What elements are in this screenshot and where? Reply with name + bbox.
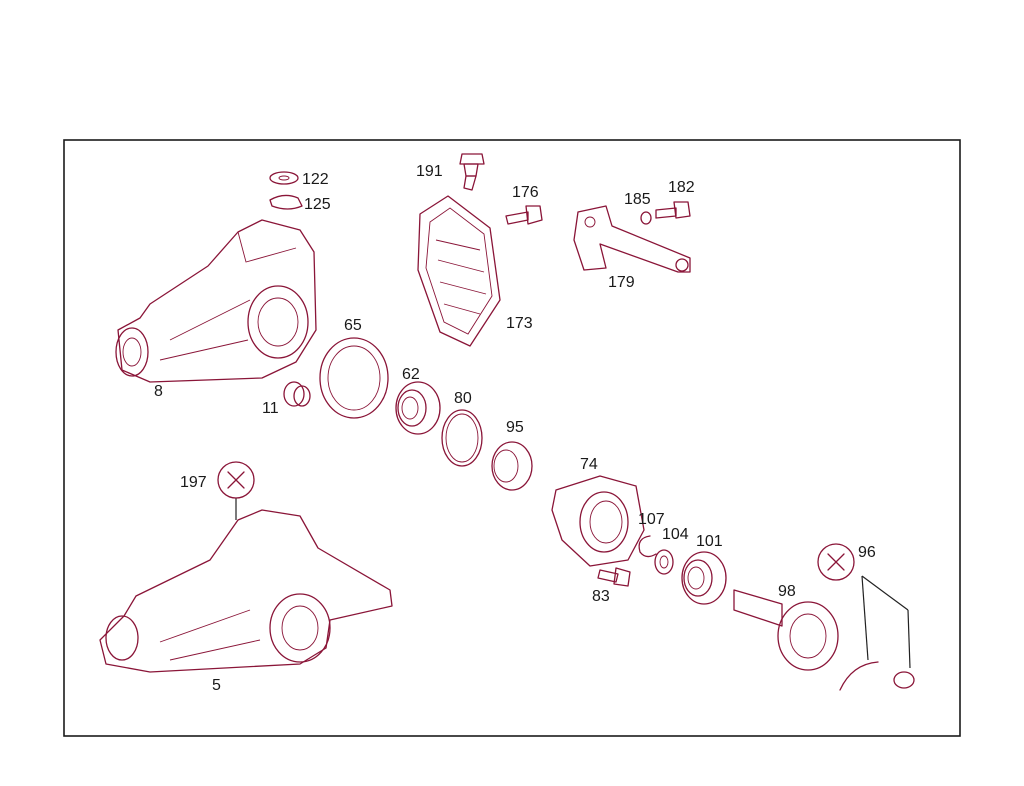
gasket-125[interactable] <box>269 194 303 210</box>
housing-8[interactable] <box>115 219 317 383</box>
cover-173[interactable] <box>417 195 501 347</box>
washer-104[interactable] <box>654 549 674 575</box>
part-label-122: 122 <box>302 171 329 188</box>
part-label-83: 83 <box>592 588 610 605</box>
bushing-11[interactable] <box>283 381 311 407</box>
part-label-185: 185 <box>624 191 651 208</box>
part-label-8: 8 <box>154 383 163 400</box>
part-label-197: 197 <box>180 474 207 491</box>
wrench-icon <box>217 461 255 499</box>
gasket-65[interactable] <box>319 337 389 419</box>
part-label-125: 125 <box>304 196 331 213</box>
bolt-176[interactable] <box>505 205 543 225</box>
bracket-179[interactable] <box>573 205 691 273</box>
part-label-80: 80 <box>454 390 472 407</box>
output-flange-98[interactable] <box>733 589 839 671</box>
part-label-191: 191 <box>416 163 443 180</box>
part-label-176: 176 <box>512 184 539 201</box>
assembly-5[interactable] <box>99 498 393 673</box>
gasket-122[interactable] <box>269 171 299 185</box>
part-label-173: 173 <box>506 315 533 332</box>
part-label-11: 11 <box>262 400 279 417</box>
ring-80[interactable] <box>441 409 483 467</box>
diagram-frame <box>63 139 961 737</box>
lockplate-96[interactable] <box>839 661 915 691</box>
part-label-182: 182 <box>668 179 695 196</box>
bearing-62[interactable] <box>395 381 441 435</box>
wrench-icon <box>817 543 855 581</box>
flange-74[interactable] <box>551 475 645 567</box>
part-label-107: 107 <box>638 511 665 528</box>
race-95[interactable] <box>491 441 533 491</box>
part-label-62: 62 <box>402 366 420 383</box>
part-label-101: 101 <box>696 533 723 550</box>
bolt-83[interactable] <box>597 567 631 587</box>
part-label-65: 65 <box>344 317 362 334</box>
part-label-5: 5 <box>212 677 221 694</box>
circlip-107[interactable] <box>638 535 657 558</box>
part-label-96: 96 <box>858 544 876 561</box>
part-label-74: 74 <box>580 456 598 473</box>
part-label-95: 95 <box>506 419 524 436</box>
washer-185[interactable] <box>640 211 652 225</box>
part-label-179: 179 <box>608 274 635 291</box>
vent-plug-191[interactable] <box>459 153 485 191</box>
bolt-182[interactable] <box>655 201 691 219</box>
leaders-96 <box>861 575 911 669</box>
part-label-104: 104 <box>662 526 689 543</box>
part-label-98: 98 <box>778 583 796 600</box>
bearing-101[interactable] <box>681 551 727 605</box>
